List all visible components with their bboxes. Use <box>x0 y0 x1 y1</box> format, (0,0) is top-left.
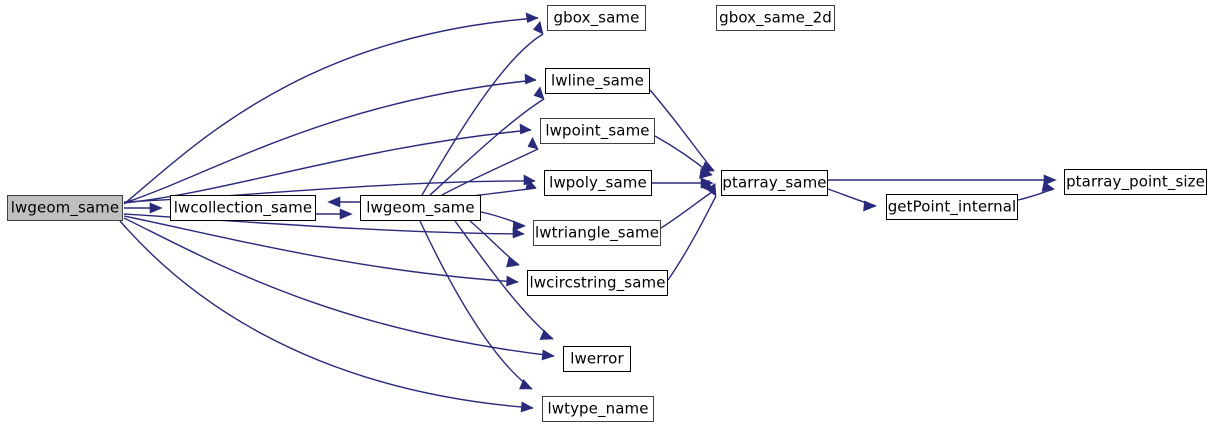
edge-lwgeom_same_2-to-lwline_same <box>429 86 545 196</box>
node-gbox_same_2d[interactable]: gbox_same_2d <box>716 5 835 31</box>
edge-getPoint_internal-to-ptarray_point_size <box>1017 181 1055 201</box>
edge-lwgeom_same_2-to-lwerror <box>454 220 554 340</box>
node-lwpoint_same[interactable]: lwpoint_same <box>540 118 655 144</box>
edge-ptarray_same-to-ptarray_point_size <box>828 174 1057 186</box>
edge-lwgeom_same_2-to-lwpoint_same <box>441 136 539 196</box>
node-lwgeom_same_root[interactable]: lwgeom_same <box>7 195 123 221</box>
node-lwcollection_same[interactable]: lwcollection_same <box>170 195 316 221</box>
node-label: lwpoly_same <box>549 173 647 191</box>
node-label: gbox_same <box>553 8 640 26</box>
node-gbox_same[interactable]: gbox_same <box>547 5 646 31</box>
edge-lwgeom_same_root-to-lwcircstring_same <box>123 215 519 287</box>
edge-lwgeom_same_root-to-lwline_same <box>123 73 537 204</box>
node-label: lwgeom_same <box>366 198 475 216</box>
node-label: lwerror <box>570 349 624 367</box>
edge-lwgeom_same_root-to-lwtype_name <box>119 220 534 413</box>
node-label: ptarray_point_size <box>1066 172 1205 190</box>
node-label: getPoint_internal <box>887 197 1017 215</box>
node-label: lwcircstring_same <box>529 273 666 291</box>
edge-lwgeom_same_root-to-lwpoint_same <box>123 123 532 204</box>
node-ptarray_point_size[interactable]: ptarray_point_size <box>1064 169 1207 195</box>
edge-lwgeom_same_root-to-gbox_same <box>123 12 539 205</box>
node-lwpoly_same[interactable]: lwpoly_same <box>544 170 652 196</box>
edge-ptarray_same-to-getPoint_internal <box>827 188 877 212</box>
node-lwcircstring_same[interactable]: lwcircstring_same <box>527 270 668 296</box>
edge-lwgeom_same_root-to-lwerror <box>123 217 555 361</box>
edge-lwgeom_same_2-to-lwtype_name <box>419 220 533 390</box>
node-label: lwtriangle_same <box>534 223 660 241</box>
node-label: lwpoint_same <box>545 121 650 139</box>
edge-lwgeom_same_root-to-lwcollection_same <box>124 202 163 214</box>
node-lwline_same[interactable]: lwline_same <box>545 68 650 94</box>
edge-lwgeom_same_2-to-gbox_same <box>421 20 544 196</box>
node-getPoint_internal[interactable]: getPoint_internal <box>886 194 1018 220</box>
edge-lwcircstring_same-to-ptarray_same <box>667 182 717 281</box>
node-label: ptarray_same <box>722 173 827 191</box>
edge-lwgeom_same_2-to-lwcollection_same <box>327 196 360 208</box>
node-label: lwgeom_same <box>10 198 120 216</box>
edge-lwline_same-to-ptarray_same <box>649 89 715 172</box>
edge-lwpoint_same-to-ptarray_same <box>654 135 713 179</box>
edge-lwcollection_same-to-lwgeom_same_2 <box>316 208 353 220</box>
node-lwtriangle_same[interactable]: lwtriangle_same <box>533 220 661 246</box>
edge-lwgeom_same_2-to-lwcircstring_same <box>469 220 520 268</box>
node-label: lwcollection_same <box>173 198 313 216</box>
node-label: lwline_same <box>551 71 644 89</box>
edge-lwgeom_same_2-to-lwtriangle_same <box>480 211 526 232</box>
node-lwerror[interactable]: lwerror <box>563 346 631 372</box>
node-ptarray_same[interactable]: ptarray_same <box>721 170 828 196</box>
node-lwgeom_same_2[interactable]: lwgeom_same <box>360 195 481 221</box>
edge-lwtriangle_same-to-ptarray_same <box>660 179 713 229</box>
node-label: gbox_same_2d <box>719 8 832 26</box>
node-lwtype_name[interactable]: lwtype_name <box>542 396 654 422</box>
node-label: lwtype_name <box>547 399 649 417</box>
